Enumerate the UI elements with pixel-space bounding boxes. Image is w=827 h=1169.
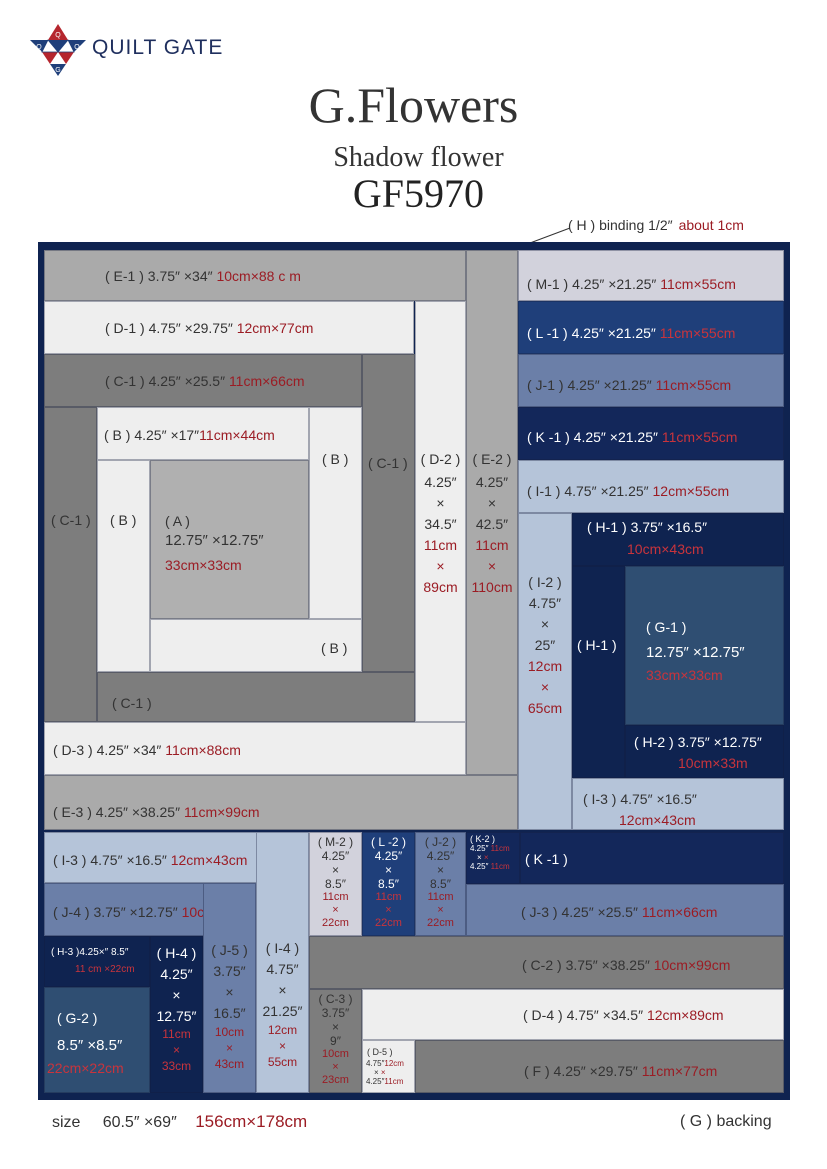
binding-metric: about 1cm [678,217,744,233]
piece-c1-top: ( C-1 ) 4.25″ ×25.5″ 11cm×66cm [44,354,362,407]
pattern-subtitle: Shadow flower [333,142,504,173]
svg-text:Q: Q [74,44,80,51]
piece-b-top: ( B ) 4.25″ ×17″11cm×44cm [97,407,309,460]
piece-g1-center: ( G-1 ) 12.75″ ×12.75″ 33cm×33cm [625,566,784,725]
piece-l2: ( L -2 ) 4.25″ × 8.5″ 11cm × 22cm [362,832,415,936]
piece-j5: ( J-5 ) 3.75″ × 16.5″ 10cm × 43cm [203,883,256,1093]
binding-label: ( H ) binding 1/2″ about 1cm [568,217,744,233]
piece-k1-lower: ( K -1 ) [520,832,784,884]
piece-k2: ( K-2 ) 4.25″ 11cm × × 4.25″ 11cm [466,832,520,884]
piece-d5: ( D-5 ) 4.75″12cm × × 4.25″11cm [362,1040,415,1093]
size-label: size [52,1114,81,1131]
size-inches: 60.5″ ×69″ [102,1114,177,1131]
svg-text:Q: Q [36,44,42,51]
piece-c2: ( C-2 ) 3.75″ ×38.25″ 10cm×99cm [309,936,784,989]
piece-g2: ( G-2 ) 8.5″ ×8.5″ 22cm×22cm [44,987,150,1093]
piece-h4: ( H-4 ) 4.25″ × 12.75″ 11cm × 33cm [150,936,203,1093]
piece-d2: ( D-2 ) 4.25″ × 34.5″ 11cm × 89cm [415,301,466,722]
piece-f: ( F ) 4.25″ ×29.75″ 11cm×77cm [415,1040,784,1093]
piece-h1-top: ( H-1 ) 3.75″ ×16.5″ 10cm×43cm [572,513,784,566]
piece-h2: ( H-2 ) 3.75″ ×12.75″ 10cm×33m [625,725,784,778]
piece-c1-bottom: ( C-1 ) [97,672,415,722]
piece-m2: ( M-2 ) 4.25″ × 8.5″ 11cm × 22cm [309,832,362,936]
piece-d1: ( D-1 ) 4.75″ ×29.75″ 12cm×77cm [44,301,414,354]
piece-b-bottom: ( B ) [150,619,362,672]
piece-i4: ( I-4 ) 4.75″ × 21.25″ 12cm × 55cm [256,832,309,1093]
piece-i1: ( I-1 ) 4.75″ ×21.25″ 12cm×55cm [518,460,784,513]
quilt-gate-logo-icon: Q Q Q G [30,24,86,76]
piece-k1: ( K -1 ) 4.25″ ×21.25″ 11cm×55cm [518,407,784,460]
backing-label: ( G ) backing [680,1113,772,1130]
piece-b-right: ( B ) [309,407,362,619]
piece-h3: ( H-3 )4.25×″ 8.5″ 11 cm ×22cm [44,936,150,987]
piece-a-center: ( A ) 12.75″ ×12.75″ 33cm×33cm [150,460,309,619]
svg-text:G: G [55,67,60,74]
page-title: G.Flowers [308,77,519,133]
piece-i2: ( I-2 ) 4.75″ × 25″ 12cm × 65cm [518,513,572,830]
piece-c3: ( C-3 ) 3.75″ × 9″ 10cm × 23cm [309,989,362,1093]
piece-c1-right: ( C-1 ) [362,354,415,672]
brand-name: QUILT GATE [92,36,224,59]
piece-h1-side: ( H-1 ) [572,566,625,778]
piece-b-left: ( B ) [97,460,150,672]
piece-j1: ( J-1 ) 4.25″ ×21.25″ 11cm×55cm [518,354,784,407]
piece-d4: ( D-4 ) 4.75″ ×34.5″ 12cm×89cm [362,989,784,1040]
size-cm: 156cm×178cm [195,1112,308,1131]
piece-e3: ( E-3 ) 4.25″ ×38.25″ 11cm×99cm [44,775,518,830]
piece-m1: ( M-1 ) 4.25″ ×21.25″ 11cm×55cm [518,250,784,301]
quilt-diagram: ( E-1 ) 3.75″ ×34″ 10cm×88 c m ( D-1 ) 4… [38,242,790,1100]
svg-text:Q: Q [55,32,61,39]
binding-text: ( H ) binding 1/2″ [568,217,673,233]
piece-d3: ( D-3 ) 4.25″ ×34″ 11cm×88cm [44,722,466,775]
piece-j3: ( J-3 ) 4.25″ ×25.5″ 11cm×66cm [466,884,784,936]
pattern-code: GF5970 [352,171,485,216]
finished-size: size 60.5″ ×69″ 156cm×178cm [52,1112,307,1132]
piece-l1: ( L -1 ) 4.25″ ×21.25″ 11cm×55cm [518,301,784,354]
piece-e2: ( E-2 ) 4.25″ × 42.5″ 11cm × 110cm [466,250,518,775]
piece-i3-right: ( I-3 ) 4.75″ ×16.5″ 12cm×43cm [572,778,784,830]
piece-j2: ( J-2 ) 4.25″ × 8.5″ 11cm × 22cm [415,832,466,936]
piece-c1-left: ( C-1 ) [44,407,97,722]
piece-e1: ( E-1 ) 3.75″ ×34″ 10cm×88 c m [44,250,466,301]
